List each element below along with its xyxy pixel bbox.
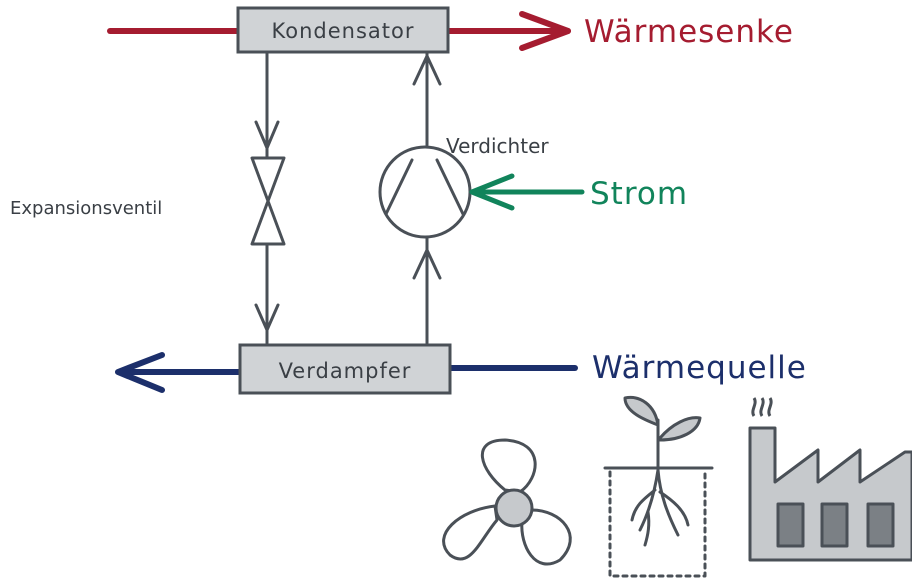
heat-source-label: Wärmequelle [592, 350, 807, 386]
heat-sink-label: Wärmesenke [584, 14, 794, 50]
compressor-icon [378, 145, 472, 239]
expansion-valve-icon [250, 156, 286, 246]
refrigerant-loop [254, 50, 442, 345]
factory-icon [748, 397, 912, 562]
condenser-box [236, 6, 450, 54]
plant-roots-icon [603, 395, 714, 578]
evaporator-label: Verdampfer [279, 359, 412, 383]
compressor-label: Verdichter [446, 134, 549, 158]
evaporator-box [238, 343, 452, 395]
expansion-valve-label: Expansionsventil [10, 198, 162, 219]
condenser-label: Kondensator [272, 19, 415, 43]
power-flow [469, 173, 585, 211]
fan-icon [442, 438, 572, 566]
heat-source-flow [115, 352, 578, 393]
heat-sink-flow [107, 11, 571, 51]
power-label: Strom [590, 176, 688, 212]
